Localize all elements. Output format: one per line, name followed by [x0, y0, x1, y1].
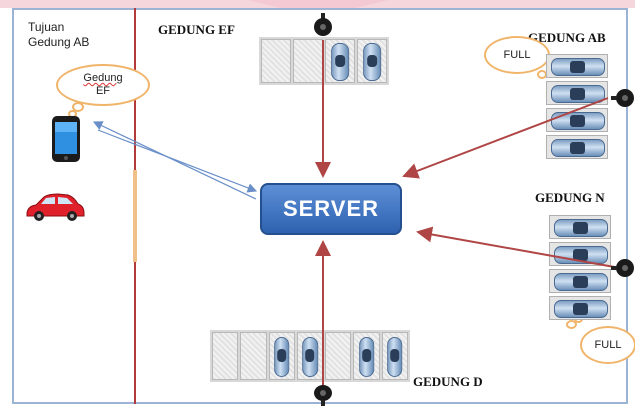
phone-bubble-line1: Gedung: [83, 72, 123, 84]
parking-slot: [549, 242, 611, 266]
parking-slot: [546, 135, 608, 159]
parked-car-icon: [273, 336, 290, 378]
parked-car-icon: [553, 299, 609, 319]
bubble-dot: [72, 102, 84, 112]
parking-slot-empty: [293, 39, 323, 83]
camera-icon: [314, 385, 332, 406]
parked-car-icon: [553, 245, 609, 265]
parked-car-icon: [550, 111, 606, 131]
parking-lot-n: [549, 215, 611, 320]
server-label: SERVER: [282, 196, 380, 221]
parked-car-icon: [363, 43, 381, 81]
parking-slot: [268, 332, 295, 380]
parking-slot: [549, 296, 611, 320]
bubble-dot: [566, 320, 577, 329]
parked-car-icon: [302, 336, 318, 378]
parked-car-icon: [550, 84, 606, 104]
destination-label: Tujuan Gedung AB: [28, 20, 89, 50]
parked-car-icon: [358, 336, 375, 378]
parking-slot: [546, 108, 608, 132]
arrow-n-to-server: [416, 226, 621, 269]
parking-slot: [381, 332, 408, 380]
phone-bubble: Gedung EF: [56, 64, 150, 106]
camera-icon: [314, 13, 332, 36]
full-label-ab: FULL: [503, 48, 531, 61]
parking-slot-empty: [240, 332, 267, 380]
parked-car-icon: [553, 272, 609, 292]
parking-slot-empty: [212, 332, 239, 380]
parked-car-icon: [387, 336, 403, 378]
parking-lot-d: [210, 330, 410, 382]
parked-car-icon: [550, 138, 606, 158]
arrow-phone-to-server: [97, 129, 258, 193]
server-box: SERVER: [260, 183, 402, 235]
parked-car-icon: [553, 218, 609, 238]
car-icon: [26, 193, 85, 221]
parking-slot-empty: [325, 332, 352, 380]
road-divider-accent: [133, 170, 137, 262]
arrow-server-to-phone: [92, 121, 257, 200]
parking-lot-ab: [546, 54, 608, 159]
parking-slot: [357, 39, 387, 83]
phone-bubble-line2: EF: [95, 85, 111, 97]
label-gedung-d: GEDUNG D: [413, 374, 483, 389]
label-gedung-ab: GEDUNG AB: [528, 30, 606, 45]
parking-slot-empty: [261, 39, 291, 83]
label-gedung-ef: GEDUNG EF: [158, 22, 235, 37]
parking-slot: [549, 215, 611, 239]
full-bubble-ab: FULL: [484, 36, 550, 74]
parked-car-icon: [550, 57, 606, 77]
parked-car-icon: [331, 43, 349, 81]
parking-slot: [325, 39, 355, 83]
parking-slot: [353, 332, 380, 380]
parking-slot: [546, 81, 608, 105]
parking-slot: [549, 269, 611, 293]
label-gedung-n: GEDUNG N: [535, 190, 605, 205]
destination-line2: Gedung AB: [28, 35, 90, 49]
parking-slot: [546, 54, 608, 78]
camera-icon: [611, 259, 634, 277]
arrow-ab-to-server: [402, 97, 609, 179]
destination-line1: Tujuan: [28, 20, 65, 34]
full-label-n: FULL: [594, 338, 622, 351]
camera-icon: [611, 89, 634, 107]
parking-slot: [296, 332, 324, 380]
phone-icon: [52, 116, 80, 162]
